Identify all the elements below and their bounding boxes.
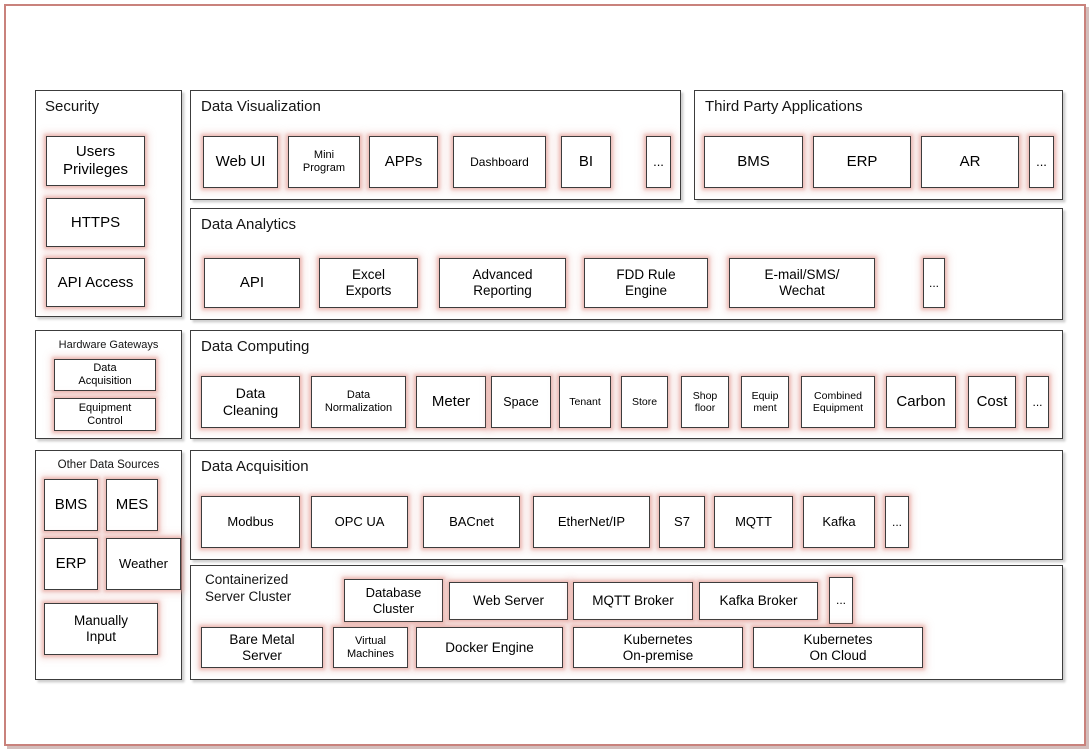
node-docker-engine: Docker Engine [416,627,563,668]
node-api: API [204,258,300,308]
node-bacnet: BACnet [423,496,520,548]
node-email-sms-wechat: E-mail/SMS/ Wechat [729,258,875,308]
node-ellipsis: ... [923,258,945,308]
node-ellipsis: ... [1026,376,1049,428]
section-title: Data Computing [201,338,310,355]
section-hardware-gateways: Hardware Gateways Data Acquisition Equip… [35,330,182,439]
node-mqtt-broker: MQTT Broker [573,582,693,620]
node-shop-floor: Shop floor [681,376,729,428]
section-title: Containerized Server Cluster [205,572,292,604]
node-equipment: Equip ment [741,376,789,428]
node-ellipsis: ... [829,577,853,624]
node-opc-ua: OPC UA [311,496,408,548]
section-third-party-applications: Third Party Applications BMS ERP AR ... [694,90,1063,200]
node-mini-program: Mini Program [288,136,360,188]
section-title: Other Data Sources [57,459,160,471]
section-data-visualization: Data Visualization Web UI Mini Program A… [190,90,681,200]
section-title: Security [45,98,100,115]
node-kubernetes-on-cloud: Kubernetes On Cloud [753,627,923,668]
node-web-ui: Web UI [203,136,278,188]
node-bms-source: BMS [44,479,98,531]
node-store: Store [621,376,668,428]
node-ellipsis: ... [646,136,671,188]
section-title: Data Visualization [201,98,321,115]
node-ellipsis: ... [885,496,909,548]
node-virtual-machines: Virtual Machines [333,627,408,668]
section-other-data-sources: Other Data Sources BMS MES ERP Weather M… [35,450,182,680]
node-advanced-reporting: Advanced Reporting [439,258,566,308]
section-containerized-server-cluster: Containerized Server Cluster Database Cl… [190,565,1063,680]
section-data-acquisition: Data Acquisition Modbus OPC UA BACnet Et… [190,450,1063,560]
node-erp: ERP [813,136,911,188]
node-apps: APPs [369,136,438,188]
node-bms: BMS [704,136,803,188]
node-dashboard: Dashboard [453,136,546,188]
node-ellipsis: ... [1029,136,1054,188]
node-erp-source: ERP [44,538,98,590]
node-https: HTTPS [46,198,145,247]
node-bi: BI [561,136,611,188]
node-mqtt: MQTT [714,496,793,548]
node-kubernetes-on-premise: Kubernetes On-premise [573,627,743,668]
section-title: Hardware Gateways [58,339,159,351]
node-users-privileges: Users Privileges [46,136,145,186]
node-kafka: Kafka [803,496,875,548]
node-weather-source: Weather [106,538,181,590]
section-title: Data Acquisition [201,458,309,475]
node-ar: AR [921,136,1019,188]
section-data-analytics: Data Analytics API Excel Exports Advance… [190,208,1063,320]
node-carbon: Carbon [886,376,956,428]
section-data-computing: Data Computing Data Cleaning Data Normal… [190,330,1063,439]
node-space: Space [491,376,551,428]
node-meter: Meter [416,376,486,428]
section-security: Security Users Privileges HTTPS API Acce… [35,90,182,317]
section-title: Third Party Applications [705,98,863,115]
node-web-server: Web Server [449,582,568,620]
node-ethernet-ip: EtherNet/IP [533,496,650,548]
node-data-normalization: Data Normalization [311,376,406,428]
node-bare-metal-server: Bare Metal Server [201,627,323,668]
node-fdd-rule-engine: FDD Rule Engine [584,258,708,308]
node-s7: S7 [659,496,705,548]
node-kafka-broker: Kafka Broker [699,582,818,620]
node-mes-source: MES [106,479,158,531]
node-data-cleaning: Data Cleaning [201,376,300,428]
node-combined-equipment: Combined Equipment [801,376,875,428]
node-modbus: Modbus [201,496,300,548]
node-manually-input: Manually Input [44,603,158,655]
node-api-access: API Access [46,258,145,307]
node-tenant: Tenant [559,376,611,428]
node-data-acquisition: Data Acquisition [54,359,156,391]
node-cost: Cost [968,376,1016,428]
node-database-cluster: Database Cluster [344,579,443,622]
node-equipment-control: Equipment Control [54,398,156,431]
node-excel-exports: Excel Exports [319,258,418,308]
section-title: Data Analytics [201,216,297,233]
